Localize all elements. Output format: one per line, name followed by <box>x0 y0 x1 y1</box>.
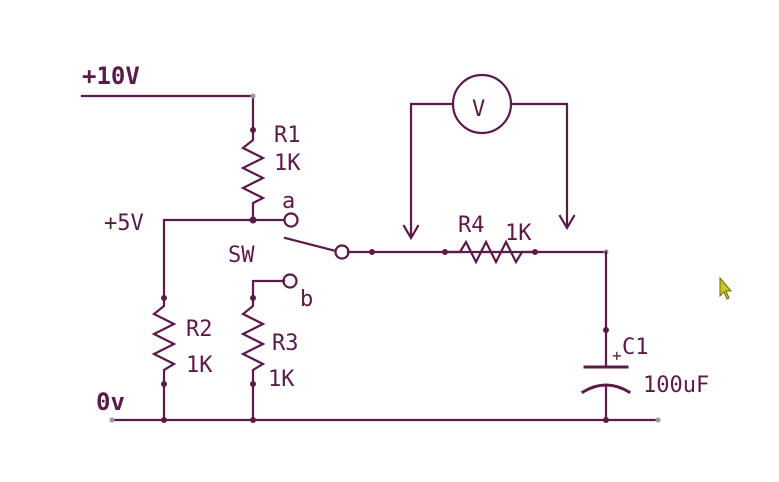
resistor-r2: R2 1K <box>151 296 213 422</box>
r2-value-label: 1K <box>186 353 213 378</box>
c1-polarity-label: + <box>612 346 622 365</box>
switch-name-label: SW <box>228 243 255 268</box>
r1-value-label: 1K <box>274 151 301 176</box>
r1-name-label: R1 <box>274 123 301 148</box>
r4-name-label: R4 <box>458 213 485 238</box>
resistor-r3: R3 1K <box>240 296 299 422</box>
resistor-r4: R4 1K <box>443 213 538 265</box>
supply-10v-rail: +10V <box>80 62 256 133</box>
supply-10v-label: +10V <box>82 62 140 90</box>
capacitor-c1: + C1 100uF <box>580 249 709 423</box>
ground-rail: 0v <box>96 388 661 423</box>
r3-name-label: R3 <box>272 331 299 356</box>
ground-label: 0v <box>96 388 125 416</box>
c1-value-label: 100uF <box>643 373 709 398</box>
mouse-pointer-icon <box>719 276 733 300</box>
switch-sw: SW <box>228 236 608 268</box>
r2-name-label: R2 <box>186 317 213 342</box>
c1-name-label: C1 <box>622 335 649 360</box>
contact-b: b <box>250 273 313 312</box>
contact-a-label: a <box>282 189 295 214</box>
voltmeter-label: V <box>472 97 485 122</box>
contact-b-label: b <box>300 287 313 312</box>
r3-value-label: 1K <box>268 367 295 392</box>
supply-5v-node: +5V a <box>104 189 299 301</box>
resistor-r1: R1 1K <box>240 123 301 222</box>
voltmeter: V <box>402 73 576 241</box>
supply-5v-label: +5V <box>104 211 144 236</box>
r4-value-label: 1K <box>505 221 532 246</box>
